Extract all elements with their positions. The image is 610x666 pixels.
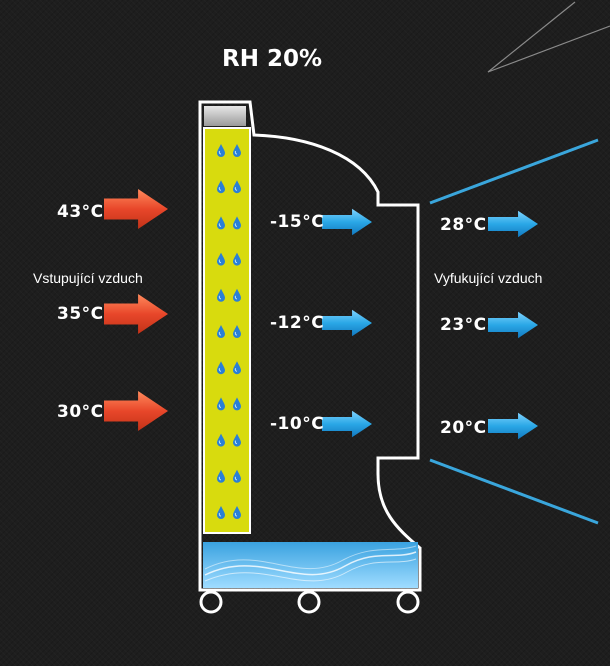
outlet-temp-1: 28°C <box>440 215 487 235</box>
wheels <box>199 590 420 614</box>
cool-air-arrow-icon <box>322 309 372 337</box>
mid-temp-1: -15°C <box>270 212 325 232</box>
cool-air-arrow-icon <box>488 412 538 440</box>
inlet-temp-3: 30°C <box>57 402 104 422</box>
corner-decoration <box>487 1 610 73</box>
humidity-title: RH 20% <box>222 46 323 72</box>
cooling-pad <box>203 127 251 534</box>
inlet-temp-1: 43°C <box>57 202 104 222</box>
outlet-label: Vyfukující vzduch <box>434 270 543 286</box>
outlet-temp-2: 23°C <box>440 315 487 335</box>
hot-air-arrow-icon <box>104 391 168 431</box>
hot-air-arrow-icon <box>104 189 168 229</box>
mid-temp-2: -12°C <box>270 313 325 333</box>
mid-temp-3: -10°C <box>270 414 325 434</box>
outlet-temp-3: 20°C <box>440 418 487 438</box>
wheel-icon <box>297 590 321 614</box>
water-tank <box>203 542 418 588</box>
hot-air-arrows <box>104 189 168 431</box>
hot-air-arrow-icon <box>104 294 168 334</box>
outlet-flow-lines <box>429 138 599 525</box>
inlet-temp-2: 35°C <box>57 304 104 324</box>
cool-air-arrows <box>322 208 538 440</box>
inlet-label: Vstupující vzduch <box>33 270 143 286</box>
wheel-icon <box>396 590 420 614</box>
cool-air-arrow-icon <box>322 208 372 236</box>
wheel-icon <box>199 590 223 614</box>
pad-cap <box>204 106 246 126</box>
cooler-housing <box>198 100 422 592</box>
cool-air-arrow-icon <box>322 410 372 438</box>
cool-air-arrow-icon <box>488 210 538 238</box>
cool-air-arrow-icon <box>488 311 538 339</box>
